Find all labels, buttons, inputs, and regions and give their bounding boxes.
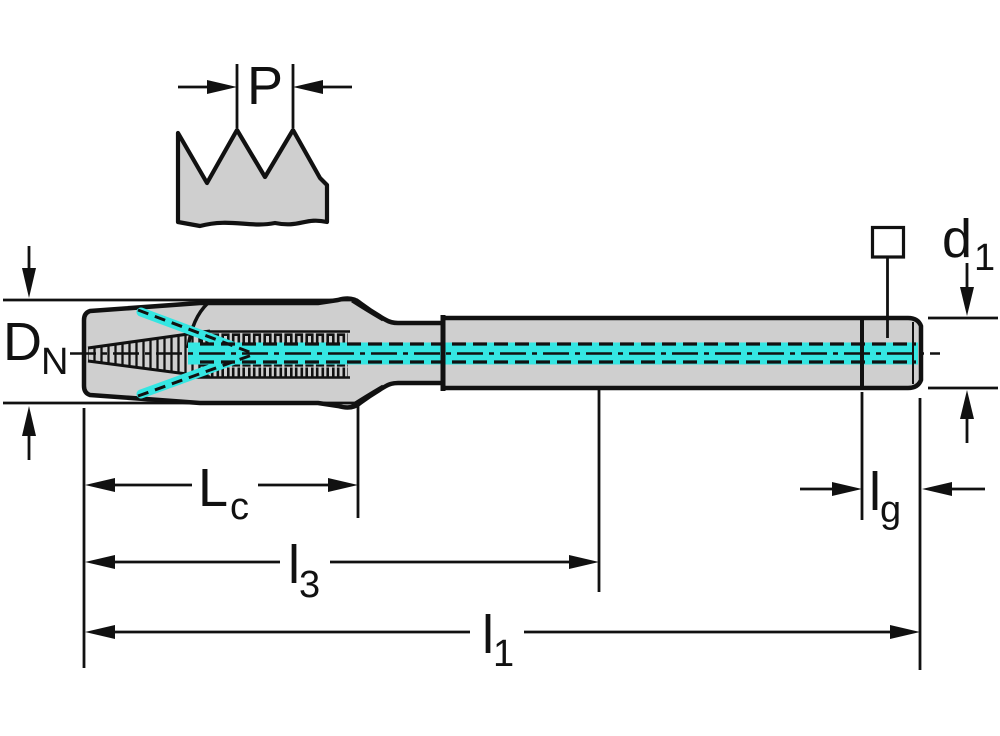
- thread-length-label: L: [198, 458, 228, 518]
- dimension-thread-length: L c: [85, 404, 360, 528]
- square-drive-callout: [870, 225, 906, 338]
- arrowhead: [85, 478, 115, 492]
- flute-length-subscript: 3: [299, 564, 320, 606]
- arrowhead: [960, 390, 974, 419]
- arrowhead: [22, 406, 36, 436]
- arrowhead: [85, 625, 115, 639]
- flute-length-label: l: [288, 535, 300, 595]
- arrowhead: [328, 478, 358, 492]
- hidden-line-outlet-upper: [137, 308, 253, 355]
- arrowhead: [890, 625, 920, 639]
- arrowhead: [207, 80, 237, 94]
- overall-length-subscript: 1: [493, 633, 514, 675]
- nominal-diameter-label: D: [3, 312, 42, 372]
- arrowhead: [960, 287, 974, 316]
- arrowhead: [293, 80, 323, 94]
- square-length-subscript: g: [880, 489, 901, 531]
- thread-pitch-detail: P: [175, 56, 352, 229]
- nominal-diameter-subscript: N: [41, 341, 68, 383]
- arrowhead: [85, 555, 115, 569]
- arrowhead: [569, 555, 599, 569]
- thread-length-subscript: c: [230, 486, 249, 528]
- square-drive-symbol: [870, 225, 906, 259]
- arrowhead: [22, 268, 36, 298]
- arrowhead: [922, 482, 952, 496]
- shank-diameter-subscript: 1: [974, 237, 995, 279]
- dimension-shank-diameter: d 1: [928, 209, 998, 443]
- overall-length-label: l: [482, 605, 494, 665]
- dimension-pitch: P: [178, 56, 352, 128]
- dimension-flute-length: l 3: [85, 390, 601, 606]
- arrowhead: [832, 482, 862, 496]
- dimension-overall-length: l 1: [85, 398, 922, 675]
- square-length-label: l: [869, 462, 881, 522]
- tap-body: [70, 296, 940, 410]
- dimension-nominal-diameter: D N: [3, 246, 358, 460]
- thread-profile-shape: [175, 127, 330, 229]
- shank-diameter-label: d: [942, 209, 972, 269]
- pitch-label: P: [247, 56, 283, 116]
- dimension-square-length: l g: [800, 392, 985, 531]
- neck-shoulder-upper: [351, 299, 384, 322]
